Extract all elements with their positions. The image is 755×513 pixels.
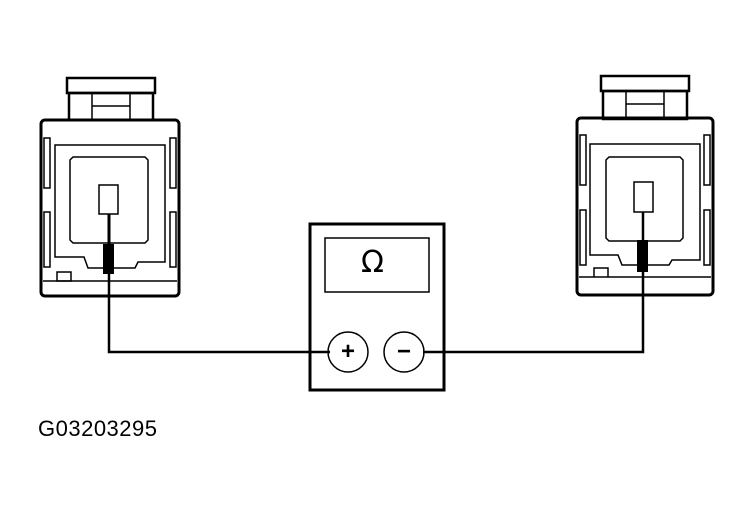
negative-lead-wire [423,272,645,354]
figure-id-label: G03203295 [38,416,158,441]
plus-symbol: + [340,338,355,365]
positive-terminal [327,331,369,373]
test-leads [107,272,645,354]
ohm-symbol: Ω [361,245,384,280]
minus-symbol: − [396,338,411,365]
positive-lead-wire [107,274,330,354]
ohmmeter [308,222,446,392]
left-connector [39,76,181,298]
negative-terminal [383,331,425,373]
right-connector [575,74,715,297]
